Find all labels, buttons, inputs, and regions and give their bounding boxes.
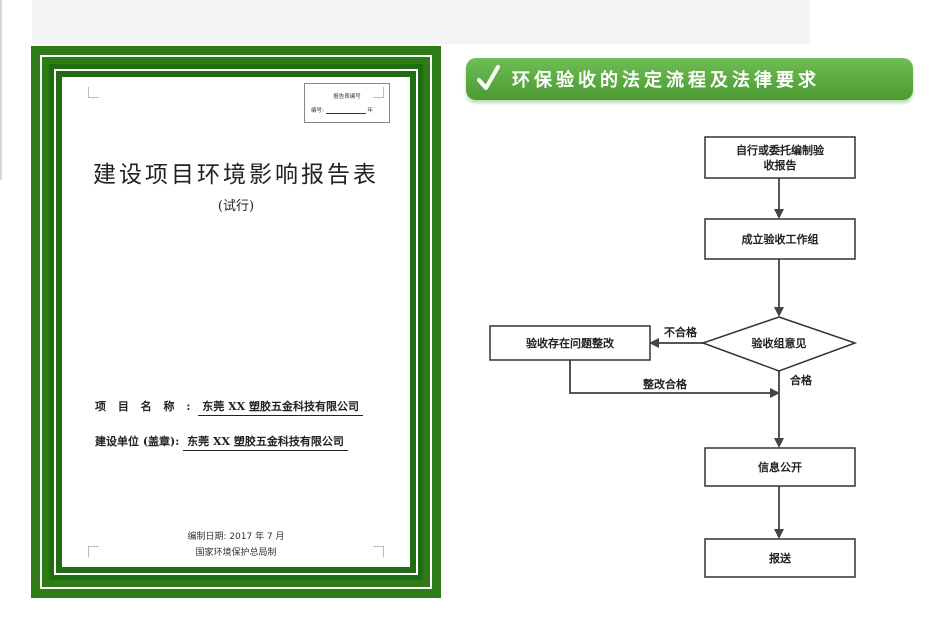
node-team-label: 成立验收工作组: [742, 232, 819, 246]
report-code-blank: [325, 108, 366, 114]
node-team: 成立验收工作组: [704, 218, 856, 260]
top-strip: [32, 0, 810, 44]
node-publish: 信息公开: [704, 447, 856, 487]
cover-border-inner: [54, 69, 418, 575]
edge-label-fail: 不合格: [664, 325, 698, 339]
check-icon: [477, 65, 500, 90]
node-entrust: 自行或委托编制验 收报告: [704, 136, 856, 179]
flow-banner: 环保验收的法定流程及法律要求: [466, 58, 913, 100]
report-code-label: 编号:: [311, 108, 324, 114]
project-name-value: 东莞 XX 塑胶五金科技有限公司: [198, 398, 363, 416]
cover-frame-inner: 报告表编号 编号: 年 建设项目环境影响报告表 (试行) 项 目 名 称 : 东…: [49, 64, 423, 580]
builder-label: 建设单位 (盖章):: [95, 435, 180, 448]
edge-rectify-to-main: [569, 360, 780, 398]
report-title: 建设项目环境影响报告表: [93, 162, 379, 188]
issuer: 国家环境保护总局制: [195, 548, 277, 558]
project-name-field: 项 目 名 称 : 东莞 XX 塑胶五金科技有限公司: [95, 398, 363, 416]
node-publish-label: 信息公开: [758, 460, 802, 474]
edge-label-rectified-pass: 整改合格: [642, 377, 688, 391]
cover-border-outer: [40, 55, 432, 589]
node-opinion: 验收组意见: [700, 316, 858, 372]
edge-label-pass: 合格: [790, 373, 813, 387]
crop-mark-top-right: [373, 87, 384, 98]
cover-page: 报告表编号 编号: 年 建设项目环境影响报告表 (试行) 项 目 名 称 : 东…: [62, 77, 410, 567]
node-rectify: 验收存在问题整改: [489, 325, 651, 361]
node-entrust-line1: 自行或委托编制验: [736, 143, 825, 157]
builder-field: 建设单位 (盖章): 东莞 XX 塑胶五金科技有限公司: [95, 433, 348, 451]
flow-banner-title: 环保验收的法定流程及法律要求: [512, 70, 820, 91]
report-year-label: 年: [367, 108, 373, 114]
node-opinion-label: 验收组意见: [752, 336, 807, 350]
report-number-box-title: 报告表编号: [333, 94, 361, 100]
compile-date: 编制日期: 2017 年 7 月: [187, 532, 285, 542]
left-edge-marks: [0, 0, 2, 180]
builder-value: 东莞 XX 塑胶五金科技有限公司: [183, 433, 348, 451]
report-cover: 报告表编号 编号: 年 建设项目环境影响报告表 (试行) 项 目 名 称 : 东…: [31, 46, 441, 598]
report-number-line: 编号: 年: [311, 106, 373, 114]
crop-mark-bottom-right: [373, 546, 384, 557]
node-rectify-label: 验收存在问题整改: [526, 336, 615, 350]
report-number-box: 报告表编号 编号: 年: [304, 83, 390, 123]
node-entrust-line2: 收报告: [764, 158, 797, 172]
report-subtitle: (试行): [217, 199, 255, 214]
crop-mark-bottom-left: [88, 546, 99, 557]
crop-mark-top-left: [88, 87, 99, 98]
project-name-label: 项 目 名 称 :: [95, 400, 195, 413]
node-submit: 报送: [704, 538, 856, 578]
node-submit-label: 报送: [769, 551, 792, 565]
